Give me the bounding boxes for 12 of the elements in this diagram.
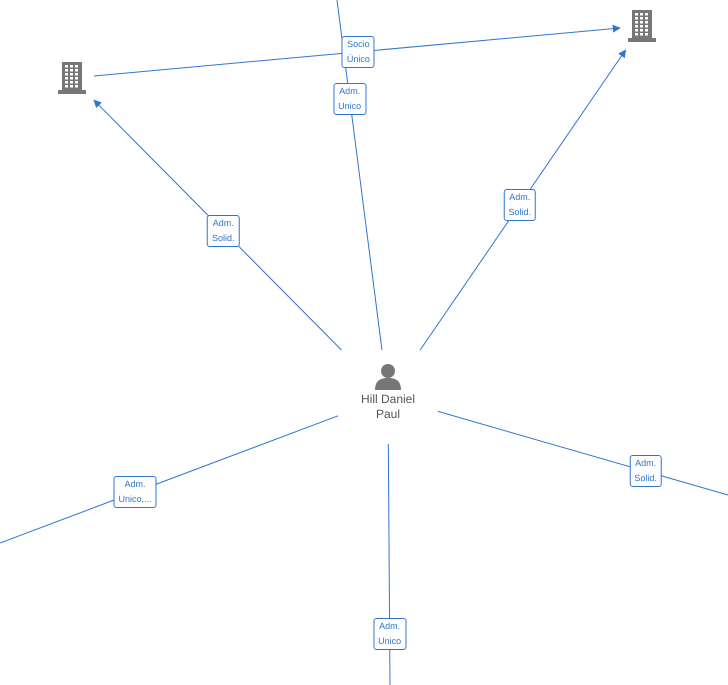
- edge-label: Adm. Unico: [333, 82, 366, 115]
- edge-label: Adm. Unico: [373, 618, 406, 650]
- edge-label: Adm. Solid.: [207, 214, 240, 247]
- edge-label: Socio Único: [342, 36, 375, 68]
- edge-label: Adm. Unico,...: [113, 476, 156, 508]
- connector-arrow: [420, 49, 626, 350]
- building-icon: [56, 60, 88, 96]
- connector-arrow: [94, 24, 621, 76]
- person-name: Hill Daniel Paul: [360, 392, 416, 422]
- building-icon: [626, 8, 658, 44]
- edge-label: Adm. Solid.: [503, 188, 536, 221]
- edge-label: Adm. Solid.: [629, 455, 662, 488]
